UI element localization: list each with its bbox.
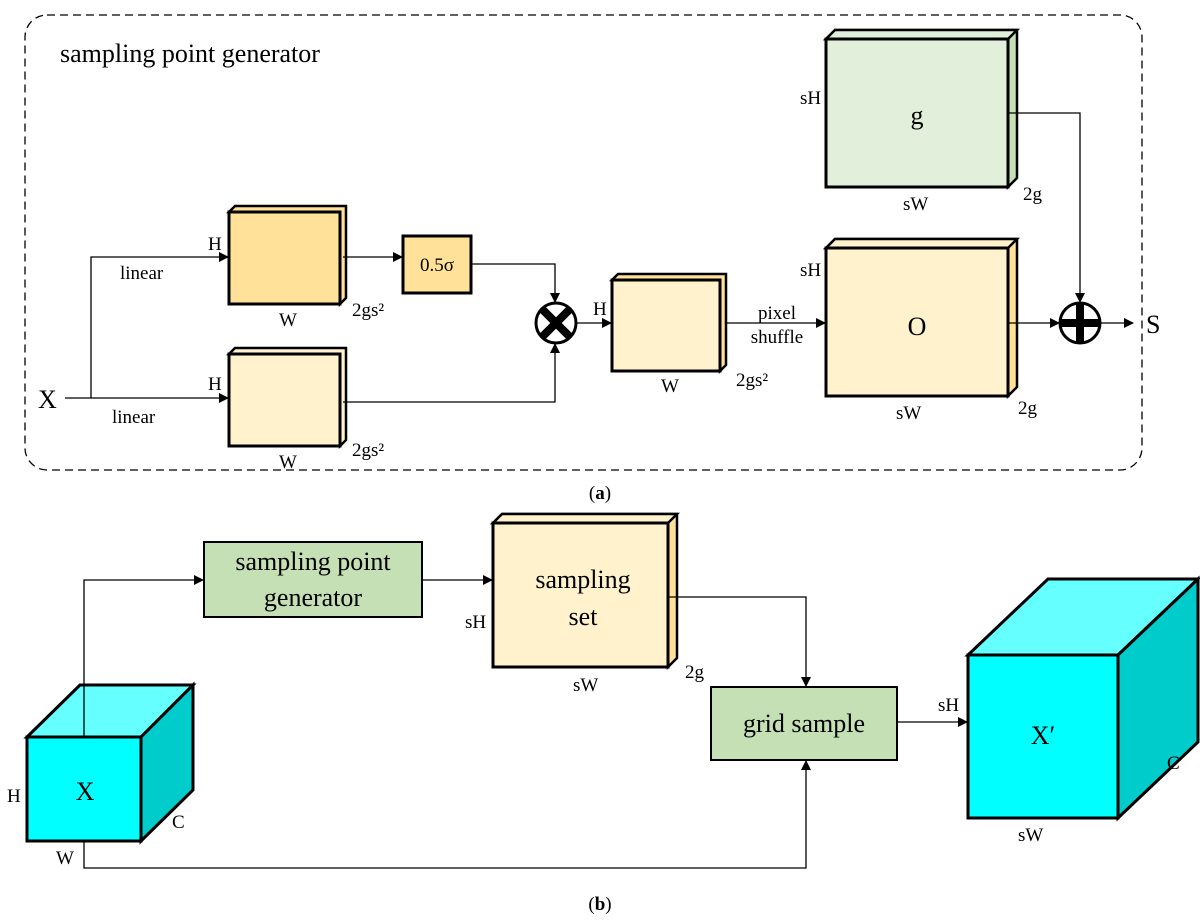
dim-c: 2gs²	[352, 440, 384, 461]
x-cube: X H W C	[7, 681, 197, 869]
o-box: O sH sW 2g	[800, 237, 1038, 424]
dim-h: H	[593, 299, 607, 320]
dim-w: W	[279, 452, 297, 473]
feature-box-1: H W 2gs²	[208, 204, 384, 331]
dim-c: 2g	[1023, 184, 1043, 205]
dim-w: sW	[896, 403, 921, 424]
dim-w: sW	[903, 194, 928, 215]
x-prime-label: X′	[1031, 721, 1055, 750]
g-label: g	[911, 101, 924, 130]
dim-w: W	[279, 310, 297, 331]
set-label-2: set	[569, 602, 599, 631]
arrow-linear-top	[65, 252, 229, 399]
sigma-box: 0.5σ	[401, 234, 473, 295]
caption-a: (a)	[589, 483, 611, 504]
dim-h: H	[208, 234, 222, 255]
caption-b: (b)	[588, 894, 611, 915]
dim-c: C	[1167, 753, 1180, 774]
dim-h: sH	[465, 612, 486, 633]
dim-w: sW	[1018, 825, 1043, 846]
dim-c: 2g	[1018, 398, 1038, 419]
grid-sample-label: grid sample	[743, 709, 865, 738]
g-box: g sH sW 2g	[800, 28, 1043, 215]
x-label: X	[76, 777, 95, 806]
output-s-label: S	[1146, 310, 1160, 339]
arrow-x-to-grid-sample	[83, 760, 811, 869]
dim-c: C	[172, 812, 185, 833]
panel-a-title: sampling point generator	[60, 39, 320, 68]
arrow-set-to-grid-sample	[668, 596, 811, 687]
pixel-shuffle-label-1: pixel	[758, 303, 796, 324]
linear-bottom-label: linear	[112, 407, 156, 428]
sigma-label: 0.5σ	[420, 255, 454, 276]
arrow-sigma-to-multiply	[471, 263, 560, 303]
feature-box-3: H W 2gs²	[593, 272, 768, 397]
dim-c: 2gs²	[352, 300, 384, 321]
linear-top-label: linear	[120, 263, 164, 284]
feature-box-2: H W 2gs²	[208, 346, 384, 473]
generator-dashed-frame	[24, 14, 1143, 471]
dim-h: H	[7, 786, 21, 807]
arrow-x-to-generator	[83, 575, 204, 737]
dim-w: sW	[573, 675, 598, 696]
x-prime-cube: X′ sH sW C	[938, 575, 1200, 846]
generator-label-1: sampling point	[235, 547, 391, 576]
dim-c: 2g	[685, 662, 705, 683]
sampling-set-box: sampling set sH sW 2g	[465, 512, 705, 696]
panel-b: X H W C sampling point generator samplin…	[7, 512, 1200, 915]
arrow-box2-to-multiply	[343, 343, 560, 403]
dim-h: H	[208, 374, 222, 395]
sampling-point-generator-block: sampling point generator	[203, 541, 423, 618]
grid-sample-block: grid sample	[710, 686, 898, 761]
arrow-g-to-add	[1008, 112, 1085, 303]
dim-h: sH	[800, 260, 821, 281]
o-label: O	[908, 312, 927, 341]
dim-w: W	[56, 848, 74, 869]
dim-h: sH	[938, 695, 959, 716]
multiply-icon	[534, 301, 578, 345]
input-x-label: X	[38, 385, 57, 414]
pixel-shuffle-label-2: shuffle	[751, 327, 803, 348]
dim-c: 2gs²	[736, 370, 768, 391]
dim-w: W	[661, 376, 679, 397]
panel-a: sampling point generator X linear linear…	[24, 14, 1160, 504]
dim-h: sH	[800, 88, 821, 109]
generator-label-2: generator	[264, 583, 363, 612]
add-icon	[1058, 301, 1102, 345]
set-label-1: sampling	[535, 565, 630, 594]
